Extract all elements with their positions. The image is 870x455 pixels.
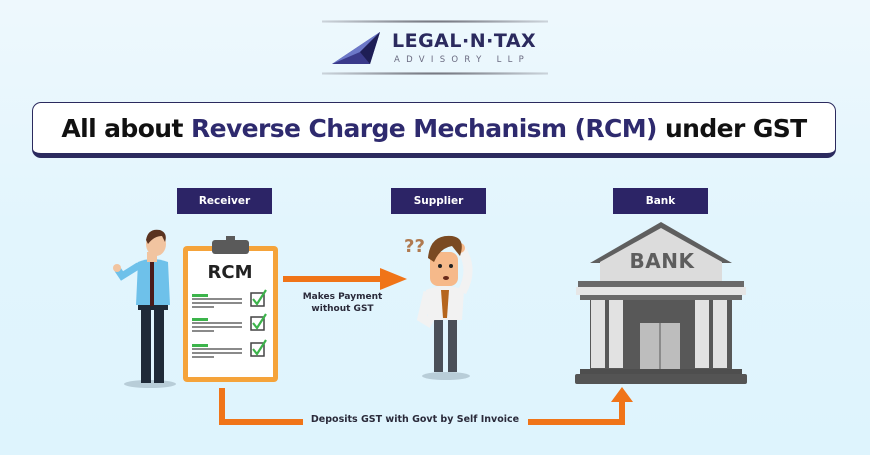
deposit-arrow-label: Deposits GST with Govt by Self Invoice — [310, 414, 520, 425]
paper-plane-logo-icon — [332, 32, 380, 64]
checklist-item — [192, 313, 267, 332]
clipboard-heading: RCM — [207, 262, 253, 283]
receiver-person-icon — [113, 229, 176, 388]
company-logo: LEGAL·N·TAX ADVISORY LLP — [322, 18, 548, 76]
bank-sign: BANK — [629, 249, 695, 273]
deposit-arrow-icon — [219, 387, 633, 425]
supplier-confused-person-icon: ?? — [404, 235, 473, 380]
payment-arrow-icon — [283, 268, 407, 290]
logo-divider-bottom — [322, 72, 548, 75]
title-banner: All about Reverse Charge Mechanism (RCM)… — [32, 102, 836, 158]
logo-title: LEGAL·N·TAX — [392, 30, 537, 52]
bank-label: Bank — [613, 188, 708, 214]
bank-building-icon — [575, 222, 747, 384]
supplier-label: Supplier — [391, 188, 486, 214]
rcm-clipboard-icon — [183, 236, 278, 382]
page-title: All about Reverse Charge Mechanism (RCM)… — [61, 113, 807, 143]
title-prefix: All about — [61, 113, 191, 143]
title-accent: Reverse Charge Mechanism (RCM) — [190, 113, 657, 143]
receiver-label: Receiver — [177, 188, 272, 214]
logo-divider-top — [322, 20, 548, 23]
svg-text:??: ?? — [404, 236, 425, 257]
logo-subtitle: ADVISORY LLP — [394, 55, 531, 65]
checklist-item — [192, 339, 267, 358]
payment-arrow-label: Makes Payment without GST — [302, 292, 383, 314]
checklist-item — [192, 289, 267, 308]
title-suffix: under GST — [656, 113, 807, 143]
